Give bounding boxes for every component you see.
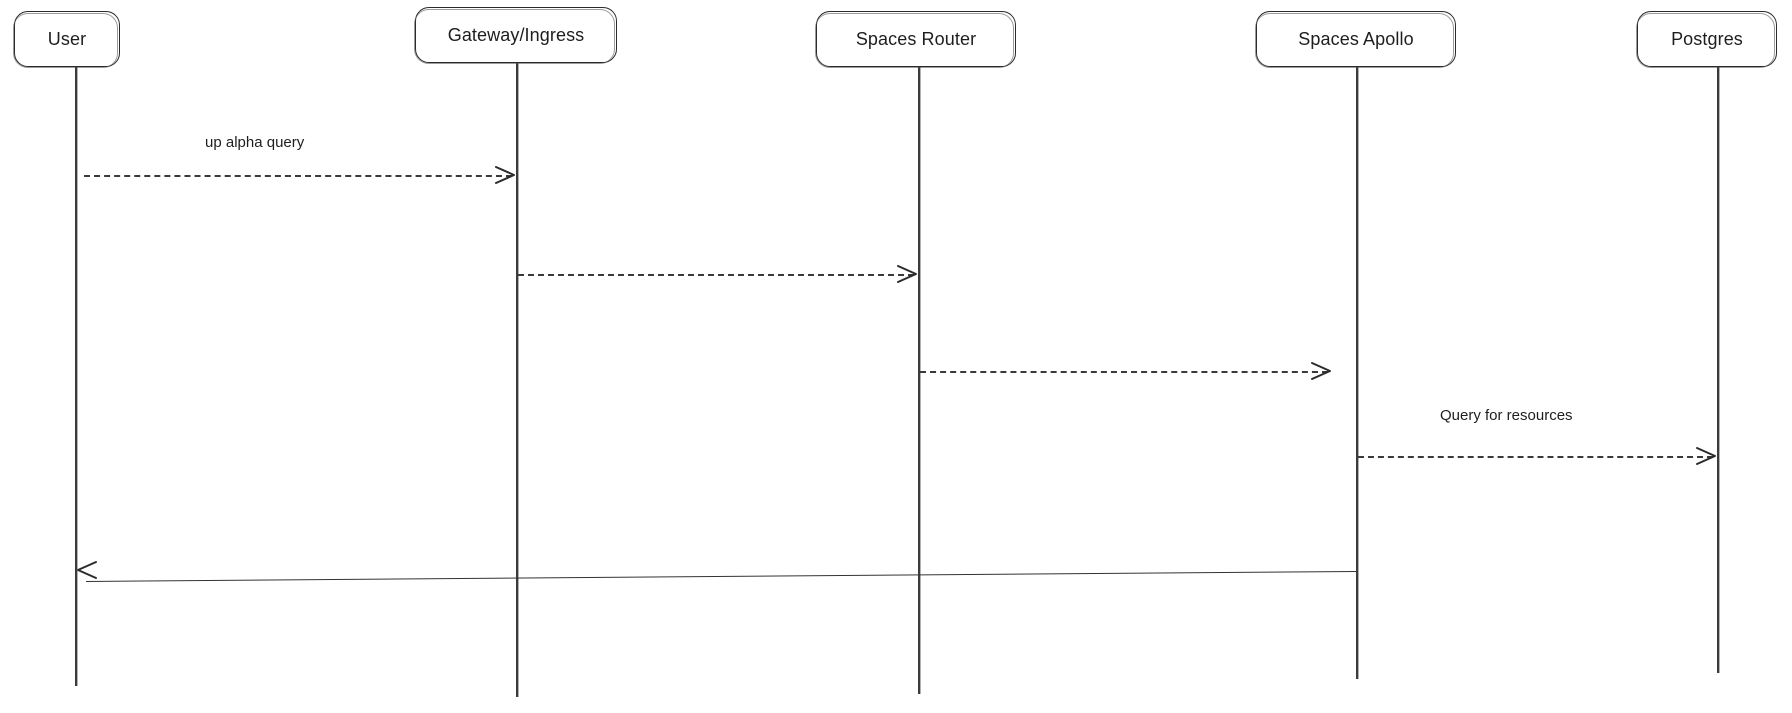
participant-label: Spaces Router xyxy=(855,28,977,49)
participant-gateway[interactable]: Gateway/Ingress xyxy=(414,7,617,64)
message-arrow-line[interactable] xyxy=(84,175,512,177)
participant-spaces-router[interactable]: Spaces Router xyxy=(815,11,1016,68)
lifeline-spaces-router xyxy=(918,67,920,694)
lifeline-user xyxy=(75,67,77,686)
message-label-query-for-resources: Query for resources xyxy=(1440,407,1573,424)
message-return-line[interactable] xyxy=(86,571,1357,582)
participant-user[interactable]: User xyxy=(13,11,120,68)
participant-label: Gateway/Ingress xyxy=(447,24,585,45)
participant-label: Spaces Apollo xyxy=(1298,28,1414,49)
message-label-up-alpha-query: up alpha query xyxy=(205,134,305,151)
message-arrow-line[interactable] xyxy=(920,371,1328,373)
lifeline-gateway xyxy=(516,63,518,697)
participant-label: User xyxy=(47,28,87,49)
participant-label: Postgres xyxy=(1671,28,1743,49)
lifeline-postgres xyxy=(1717,67,1719,673)
arrowhead-left-icon xyxy=(77,561,97,579)
message-arrow-line[interactable] xyxy=(518,274,914,276)
lifeline-spaces-apollo xyxy=(1356,67,1358,679)
participant-postgres[interactable]: Postgres xyxy=(1636,11,1777,68)
participant-spaces-apollo[interactable]: Spaces Apollo xyxy=(1255,11,1456,68)
message-arrow-line[interactable] xyxy=(1358,456,1713,458)
